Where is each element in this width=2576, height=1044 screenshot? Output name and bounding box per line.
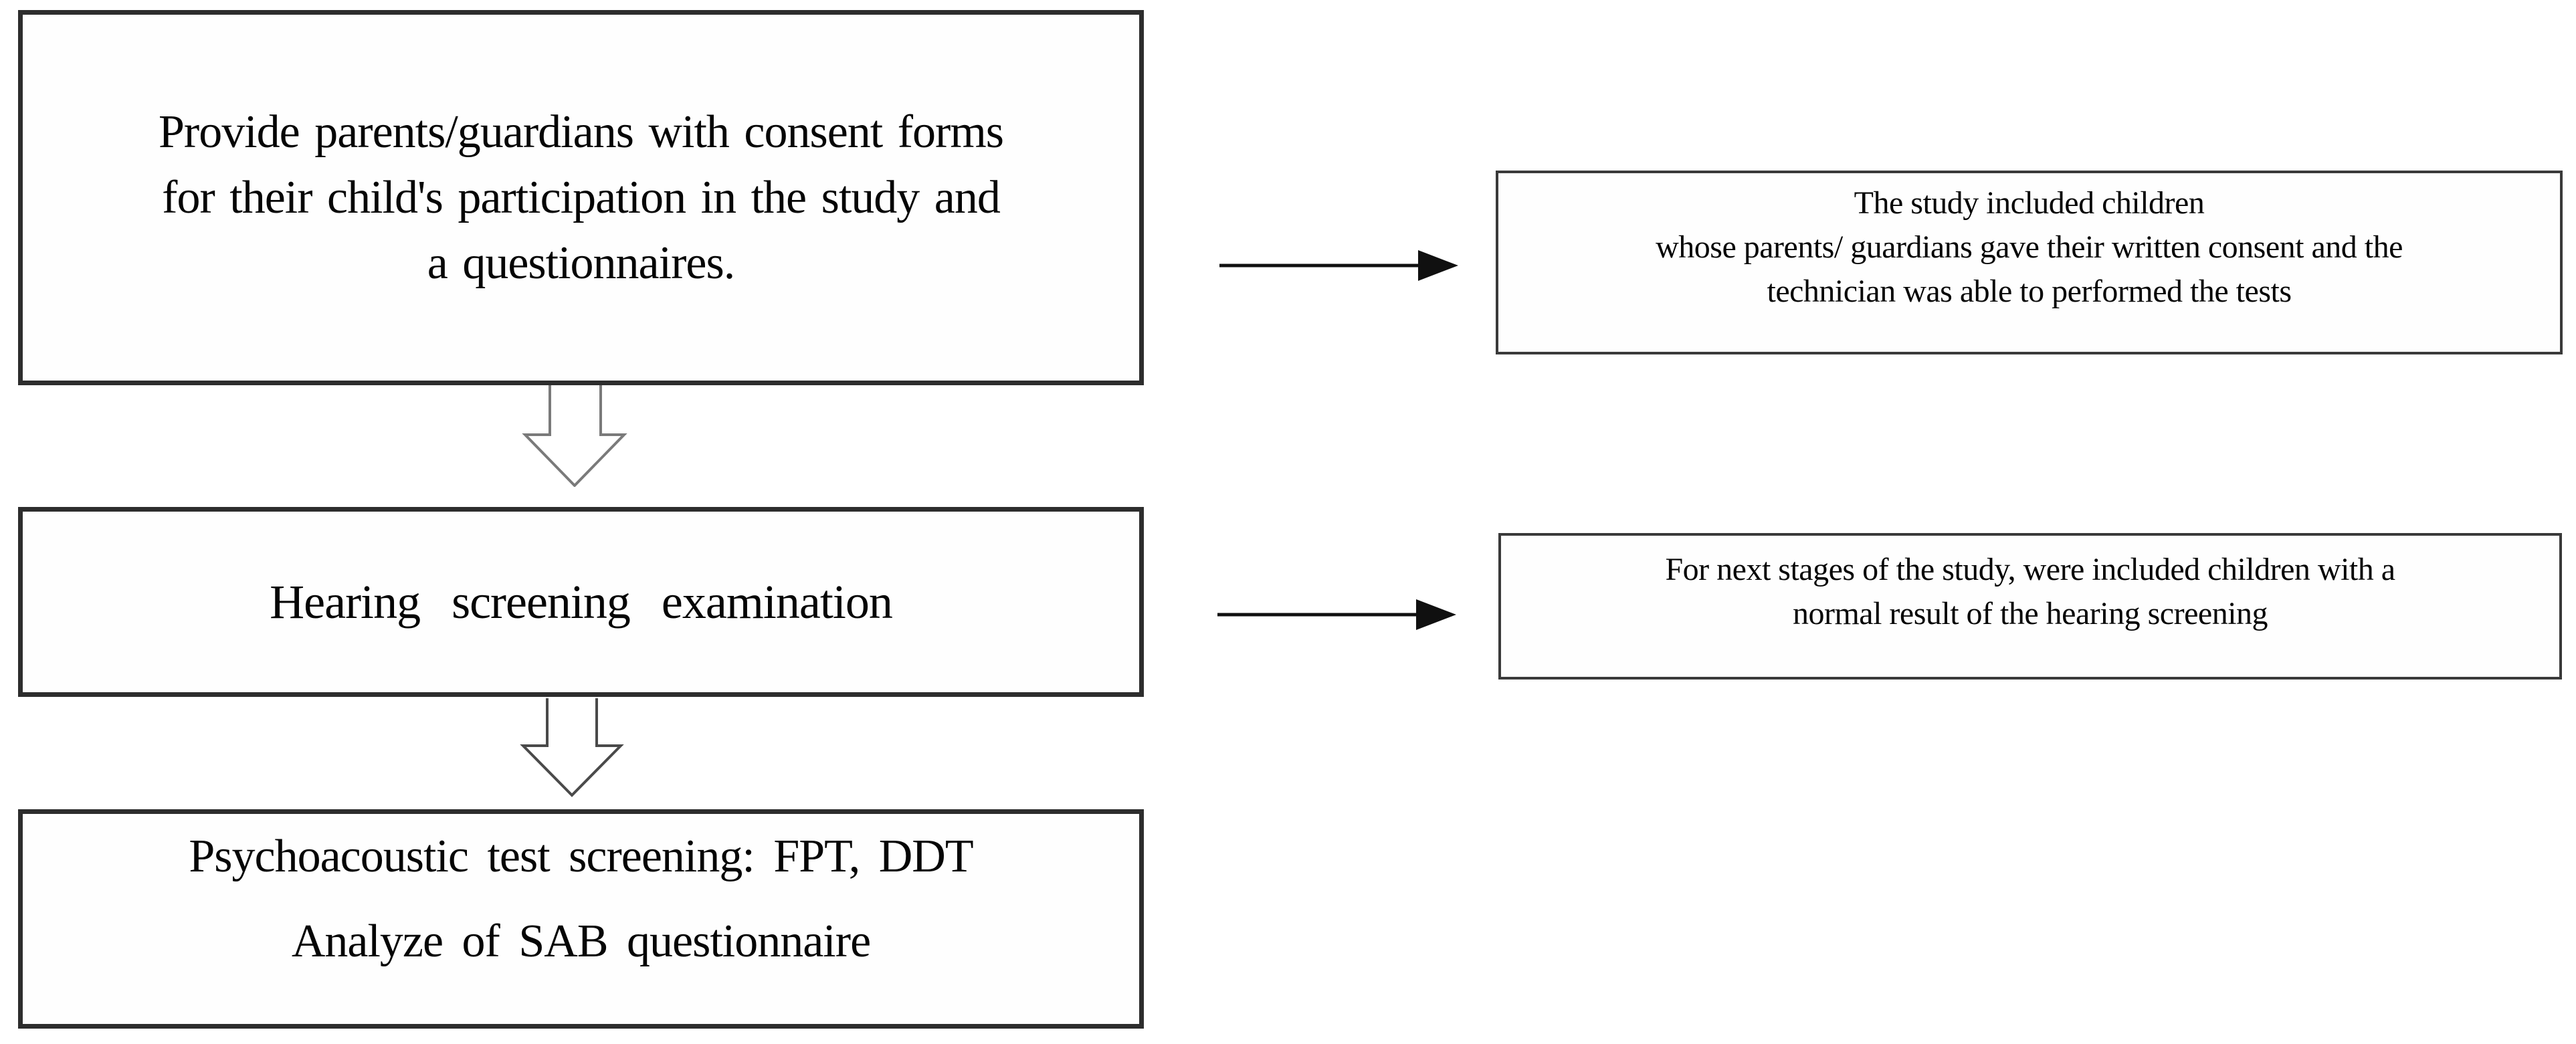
note-hearing-line-1: For next stages of the study, were inclu…	[1665, 552, 2395, 587]
down-block-arrow-1-outline	[522, 385, 627, 487]
step-consent-line-3: a questionnaires.	[427, 237, 735, 289]
note-box-normal-hearing-inclusion: For next stages of the study, were inclu…	[1498, 533, 2562, 680]
down-block-arrow-2-outline	[520, 698, 624, 797]
right-arrow-icon-2	[1217, 599, 1456, 630]
right-arrow-1-head	[1418, 250, 1458, 281]
step-box-psychoacoustic-tests: Psychoacoustic test screening: FPT, DDT …	[18, 809, 1144, 1029]
step-psychoacoustic-line-2: Analyze of SAB questionnaire	[291, 916, 871, 967]
down-block-arrow-icon-1	[522, 385, 627, 487]
down-block-arrow-icon-2	[520, 698, 624, 797]
note-consent-line-1: The study included children	[1854, 185, 2205, 221]
right-arrow-2-head	[1416, 599, 1456, 630]
step-box-consent-forms: Provide parents/guardians with consent f…	[18, 10, 1144, 385]
note-hearing-line-2: normal result of the hearing screening	[1792, 596, 2268, 631]
step-consent-line-2: for their child's participation in the s…	[162, 171, 1001, 223]
note-consent-line-2: whose parents/ guardians gave their writ…	[1656, 229, 2403, 265]
note-box-consent-inclusion: The study included children whose parent…	[1496, 171, 2563, 354]
note-consent-line-3: technician was able to performed the tes…	[1767, 274, 2292, 309]
right-arrow-icon-1	[1219, 250, 1458, 281]
step-psychoacoustic-line-1: Psychoacoustic test screening: FPT, DDT	[189, 831, 973, 882]
step-consent-line-1: Provide parents/guardians with consent f…	[158, 106, 1004, 158]
step-hearing-line-1: Hearing screening examination	[270, 575, 893, 629]
step-box-hearing-screening: Hearing screening examination	[18, 507, 1144, 697]
